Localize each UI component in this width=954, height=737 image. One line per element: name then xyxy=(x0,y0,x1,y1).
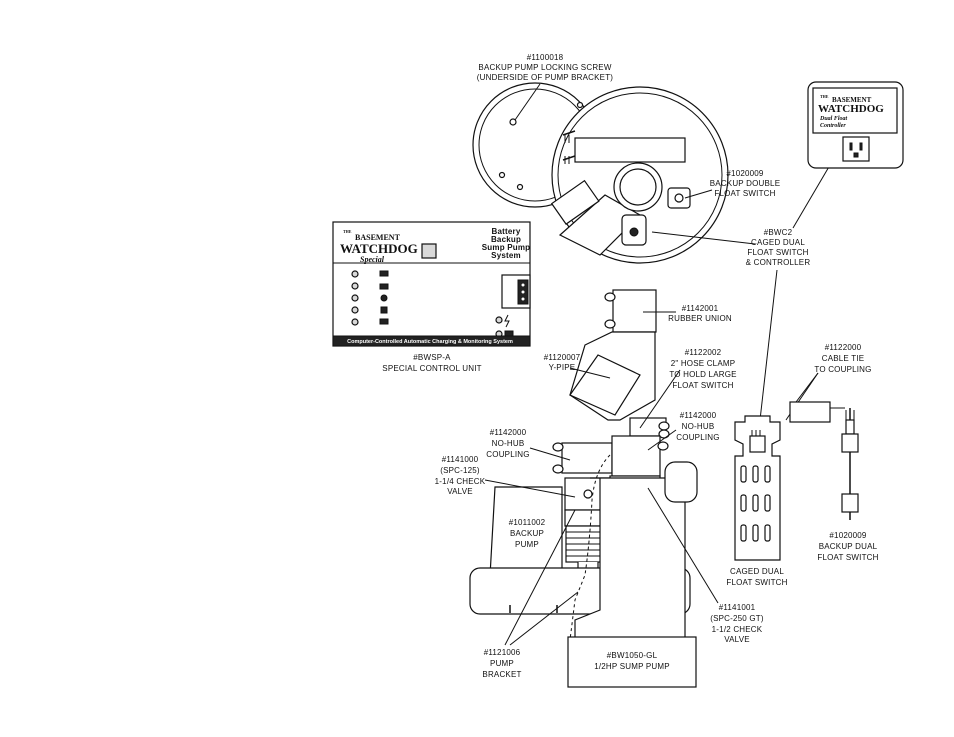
label-backup-pump: #1011002 BACKUP PUMP xyxy=(509,518,546,549)
svg-text:(SPC-250 GT): (SPC-250 GT) xyxy=(710,614,764,623)
label-no-hub-right: #1142000 NO-HUB COUPLING xyxy=(647,411,719,451)
label-no-hub-left: #1142000 NO-HUB COUPLING xyxy=(486,428,571,461)
svg-text:CABLE TIE: CABLE TIE xyxy=(822,354,865,363)
svg-text:NO-HUB: NO-HUB xyxy=(682,422,715,431)
svg-text:Special: Special xyxy=(360,255,385,264)
top-view-bracket xyxy=(472,82,729,264)
float-controller-box: THE BASEMENT WATCHDOG Dual Float Control… xyxy=(807,81,904,169)
svg-text:#1141001: #1141001 xyxy=(719,603,756,612)
label-check-valve-large: #1141001 (SPC-250 GT) 1-1/2 CHECK VALVE xyxy=(647,487,764,644)
svg-text:#1121006: #1121006 xyxy=(484,648,521,657)
svg-text:CAGED DUAL: CAGED DUAL xyxy=(730,567,784,576)
svg-text:TO COUPLING: TO COUPLING xyxy=(814,365,871,374)
svg-text:Controller: Controller xyxy=(820,123,846,129)
svg-text:Dual Float: Dual Float xyxy=(819,116,848,122)
caged-dual-float-switch xyxy=(734,415,781,561)
svg-text:PUMP: PUMP xyxy=(490,659,514,668)
svg-text:BACKUP DOUBLE: BACKUP DOUBLE xyxy=(710,179,780,188)
svg-text:#1120007: #1120007 xyxy=(544,353,581,362)
svg-text:& CONTROLLER: & CONTROLLER xyxy=(746,258,811,267)
svg-text:CAGED DUAL: CAGED DUAL xyxy=(751,238,805,247)
svg-text:#1142000: #1142000 xyxy=(680,411,717,420)
svg-text:#BW1050-GL: #BW1050-GL xyxy=(607,651,658,660)
svg-text:FLOAT SWITCH: FLOAT SWITCH xyxy=(817,553,878,562)
svg-text:FLOAT SWITCH: FLOAT SWITCH xyxy=(714,189,775,198)
svg-text:BASEMENT: BASEMENT xyxy=(832,96,872,104)
svg-text:THE: THE xyxy=(343,229,352,234)
svg-text:Backup: Backup xyxy=(491,235,521,244)
svg-text:WATCHDOG: WATCHDOG xyxy=(818,103,884,115)
svg-text:FLOAT SWITCH: FLOAT SWITCH xyxy=(747,248,808,257)
svg-text:PUMP: PUMP xyxy=(515,540,539,549)
label-hose-clamp: #1122002 2" HOSE CLAMP TO HOLD LARGE FLO… xyxy=(639,348,736,429)
svg-text:(SPC-125): (SPC-125) xyxy=(440,466,480,475)
label-y-pipe: #1120007 Y-PIPE xyxy=(544,353,611,379)
svg-text:#1011002: #1011002 xyxy=(509,518,546,527)
svg-text:COUPLING: COUPLING xyxy=(486,450,529,459)
svg-text:BACKUP: BACKUP xyxy=(510,529,544,538)
label-control-unit: #BWSP-A SPECIAL CONTROL UNIT xyxy=(382,353,481,373)
svg-text:#1141000: #1141000 xyxy=(442,455,479,464)
svg-text:#1142000: #1142000 xyxy=(490,428,527,437)
svg-text:TO HOLD LARGE: TO HOLD LARGE xyxy=(669,370,736,379)
svg-text:#1122002: #1122002 xyxy=(685,348,722,357)
svg-text:RUBBER UNION: RUBBER UNION xyxy=(668,314,732,323)
label-double-float-top: #1020009 BACKUP DOUBLE FLOAT SWITCH xyxy=(684,169,780,199)
svg-text:(UNDERSIDE OF PUMP BRACKET): (UNDERSIDE OF PUMP BRACKET) xyxy=(477,73,614,82)
svg-text:THE: THE xyxy=(820,94,829,99)
svg-text:System: System xyxy=(491,251,521,260)
svg-text:VALVE: VALVE xyxy=(447,487,473,496)
svg-text:#1142001: #1142001 xyxy=(682,304,719,313)
svg-text:#BWSP-A: #BWSP-A xyxy=(413,353,451,362)
label-caged-dual: CAGED DUAL FLOAT SWITCH xyxy=(726,567,787,587)
svg-text:BASEMENT: BASEMENT xyxy=(355,233,401,242)
svg-text:NO-HUB: NO-HUB xyxy=(492,439,525,448)
label-sump-pump: #BW1050-GL 1/2HP SUMP PUMP xyxy=(594,651,670,671)
svg-text:#1100018: #1100018 xyxy=(527,53,564,62)
svg-text:1/2HP SUMP PUMP: 1/2HP SUMP PUMP xyxy=(594,662,670,671)
label-rubber-union: #1142001 RUBBER UNION xyxy=(643,304,732,323)
main-assembly xyxy=(469,289,698,688)
svg-text:#1020009: #1020009 xyxy=(726,169,764,178)
svg-text:#1020009: #1020009 xyxy=(829,531,867,540)
special-control-unit: THE BASEMENT WATCHDOG Special Battery Ba… xyxy=(332,221,531,347)
label-backup-dual: #1020009 BACKUP DUAL FLOAT SWITCH xyxy=(817,531,878,562)
svg-text:SPECIAL CONTROL UNIT: SPECIAL CONTROL UNIT xyxy=(382,364,481,373)
label-pump-bracket: #1121006 PUMP BRACKET xyxy=(482,509,579,679)
svg-text:Y-PIPE: Y-PIPE xyxy=(549,363,576,372)
svg-text:BACKUP DUAL: BACKUP DUAL xyxy=(819,542,878,551)
svg-text:1-1/2 CHECK: 1-1/2 CHECK xyxy=(712,625,763,634)
svg-text:Sump Pump: Sump Pump xyxy=(482,243,530,252)
svg-text:COUPLING: COUPLING xyxy=(676,433,719,442)
svg-text:BRACKET: BRACKET xyxy=(482,670,521,679)
label-locking-screw: #1100018 BACKUP PUMP LOCKING SCREW (UNDE… xyxy=(477,53,614,121)
svg-text:#1122000: #1122000 xyxy=(825,343,862,352)
svg-text:WATCHDOG: WATCHDOG xyxy=(340,241,418,256)
svg-text:2" HOSE CLAMP: 2" HOSE CLAMP xyxy=(671,359,736,368)
backup-dual-float-switch xyxy=(789,401,859,520)
svg-text:FLOAT SWITCH: FLOAT SWITCH xyxy=(726,578,787,587)
label-bwc2: #BWC2 CAGED DUAL FLOAT SWITCH & CONTROLL… xyxy=(651,164,831,421)
svg-text:FLOAT SWITCH: FLOAT SWITCH xyxy=(672,381,733,390)
svg-text:Battery: Battery xyxy=(492,227,521,236)
svg-text:Computer-Controlled Automatic: Computer-Controlled Automatic Charging &… xyxy=(347,339,513,345)
svg-text:1-1/4 CHECK: 1-1/4 CHECK xyxy=(435,477,486,486)
svg-text:#BWC2: #BWC2 xyxy=(764,228,793,237)
svg-text:BACKUP PUMP LOCKING SCREW: BACKUP PUMP LOCKING SCREW xyxy=(478,63,611,72)
label-check-valve-small: #1141000 (SPC-125) 1-1/4 CHECK VALVE xyxy=(435,455,576,498)
svg-text:VALVE: VALVE xyxy=(724,635,750,644)
